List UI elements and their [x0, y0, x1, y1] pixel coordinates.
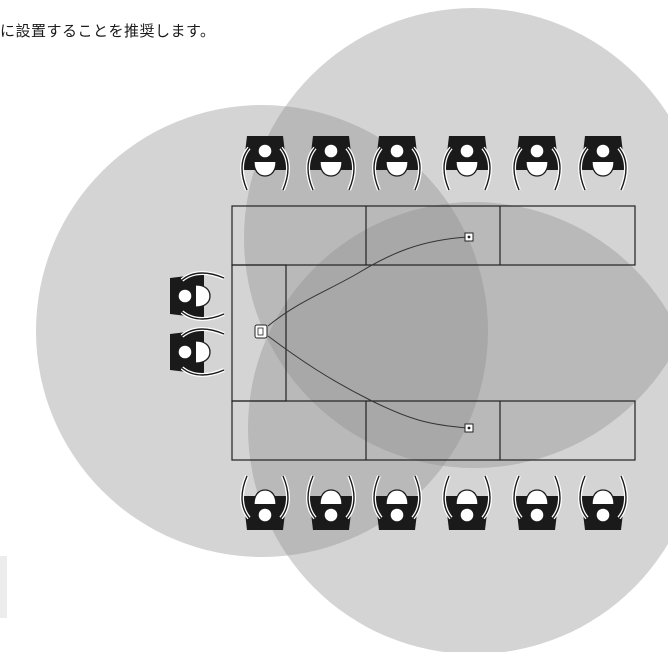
table-top [231, 205, 636, 266]
cable-to-mic-bottom [267, 335, 469, 429]
table-bottom [231, 400, 636, 461]
cables [267, 236, 469, 429]
caption-text: に設置することを推奨します。 [0, 22, 216, 40]
microphone-bottom [464, 423, 474, 433]
hub-device [254, 324, 268, 339]
cable-to-mic-top [267, 236, 469, 327]
microphone-top [464, 232, 474, 242]
tables [231, 205, 636, 461]
side-rule [0, 556, 7, 618]
coverage-zones [36, 8, 668, 652]
table-left [231, 264, 287, 402]
